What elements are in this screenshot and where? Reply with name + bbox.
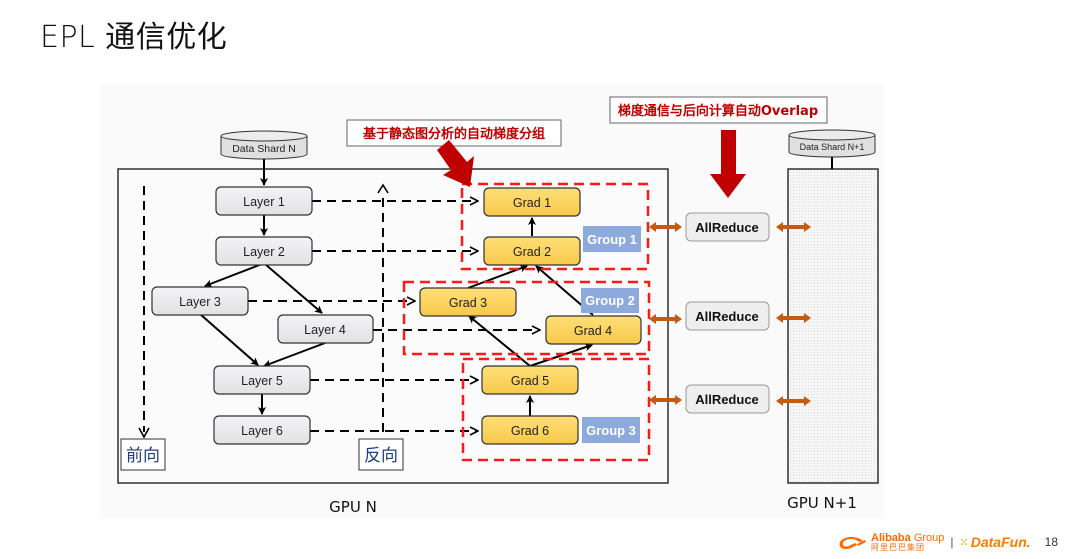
callout-overlap: 梯度通信与后向计算自动Overlap [609,96,828,124]
layer-node-4[interactable]: Layer 4 [277,314,374,344]
layer-node-1[interactable]: Layer 1 [215,186,313,216]
svg-text:Layer 5: Layer 5 [241,374,283,388]
alibaba-logo-icon [839,537,867,550]
svg-text:AllReduce: AllReduce [695,220,759,235]
group-label-2: Group 2 [581,288,639,313]
group-2-boundary [402,280,651,356]
backward-label-box: 反向 [358,438,404,471]
svg-text:Grad 6: Grad 6 [511,424,549,438]
callout-overlap-arrow [710,130,746,198]
grad-node-6[interactable]: Grad 6 [481,415,579,445]
svg-text:Grad 2: Grad 2 [513,245,551,259]
svg-text:Group 1: Group 1 [587,232,637,247]
svg-text:Layer 1: Layer 1 [243,195,285,209]
alibaba-cn-text: 阿里巴巴集团 [871,542,926,552]
data-shard-n1-label: Data Shard N+1 [800,142,865,152]
page-number: 18 [1044,535,1058,549]
callout-grouping-arrow [437,140,474,187]
svg-text:Group 3: Group 3 [586,423,636,438]
datafun-dots-icon: ⁙ [959,536,969,549]
data-shard-n-cylinder: Data Shard N [220,130,308,160]
svg-text:Layer 3: Layer 3 [179,295,221,309]
gpu-n-label: GPU N [329,498,377,516]
svg-text:Layer 2: Layer 2 [243,245,285,259]
svg-text:Grad 1: Grad 1 [513,196,551,210]
data-shard-n-label: Data Shard N [232,143,296,155]
data-shard-n1-cylinder: Data Shard N+1 [788,129,876,158]
group-label-1: Group 1 [583,226,641,252]
forward-label-box: 前向 [120,438,166,471]
footer: Alibaba Group 阿里巴巴集团 | ⁙ DataFun. 18 [837,531,1058,553]
svg-text:前向: 前向 [126,446,160,466]
grad-node-4[interactable]: Grad 4 [545,315,642,345]
svg-text:Layer 6: Layer 6 [241,424,283,438]
layer-node-3[interactable]: Layer 3 [151,286,249,316]
allreduce-block-3[interactable]: AllReduce [685,384,770,414]
group-label-3: Group 3 [582,417,640,443]
grad-node-5[interactable]: Grad 5 [481,365,579,395]
grad-node-3[interactable]: Grad 3 [419,287,517,317]
svg-text:Grad 4: Grad 4 [574,324,612,338]
svg-text:Grad 5: Grad 5 [511,374,549,388]
svg-text:AllReduce: AllReduce [695,392,759,407]
svg-text:Grad 3: Grad 3 [449,296,487,310]
layer-node-2[interactable]: Layer 2 [215,236,313,266]
slide-title: EPL 通信优化 [40,20,228,55]
layer-node-5[interactable]: Layer 5 [213,365,311,395]
allreduce-block-2[interactable]: AllReduce [685,301,770,331]
gpu-n1-box [787,168,879,484]
allreduce-double-arrows [649,222,811,406]
svg-text:AllReduce: AllReduce [695,309,759,324]
grad-node-1[interactable]: Grad 1 [483,187,581,217]
datafun-logo: ⁙ DataFun. [959,534,1031,550]
footer-separator: | [950,535,954,549]
grad-node-2[interactable]: Grad 2 [483,236,581,266]
svg-text:基于静态图分析的自动梯度分组: 基于静态图分析的自动梯度分组 [362,126,545,142]
svg-text:Layer 4: Layer 4 [304,323,346,337]
alibaba-en-text: Alibaba Group [871,531,945,544]
svg-text:反向: 反向 [364,446,398,466]
layer-node-6[interactable]: Layer 6 [213,415,311,445]
gpu-n1-label: GPU N+1 [787,494,857,512]
allreduce-block-1[interactable]: AllReduce [685,212,770,242]
callout-grouping: 基于静态图分析的自动梯度分组 [346,119,562,147]
alibaba-group-logo: Alibaba Group 阿里巴巴集团 [837,531,945,552]
svg-text:梯度通信与后向计算自动Overlap: 梯度通信与后向计算自动Overlap [618,103,818,119]
svg-text:Group 2: Group 2 [585,293,635,308]
group-1-boundary [460,182,650,271]
